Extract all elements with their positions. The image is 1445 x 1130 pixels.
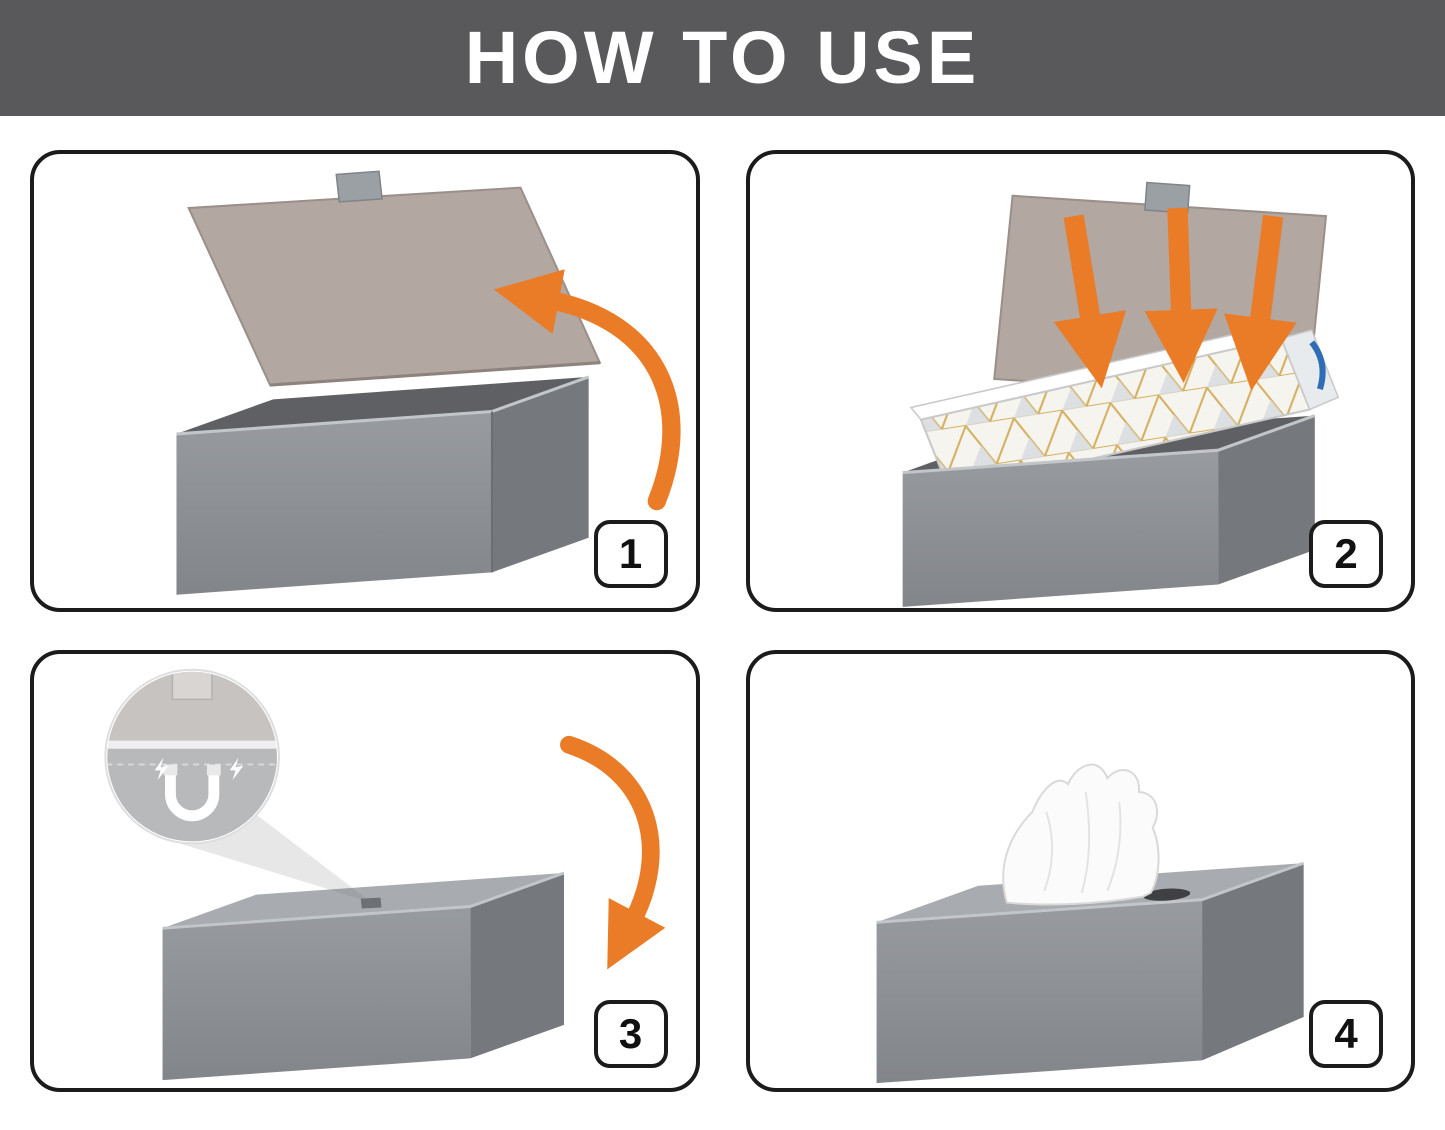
step-number: 4: [1334, 1010, 1358, 1057]
step-number: 3: [618, 1010, 643, 1057]
closed-box: [162, 871, 565, 1081]
step-panel-2: 2: [745, 150, 1415, 612]
step-number: 2: [1334, 530, 1358, 577]
lid-tab: [335, 170, 383, 203]
header-banner: HOW TO USE: [0, 0, 1445, 116]
page-title: HOW TO USE: [464, 16, 981, 99]
open-box: [902, 414, 1315, 607]
magnifier-inset: [104, 668, 280, 845]
step2-illustration: [902, 181, 1339, 607]
step-panel-1: 1: [30, 150, 700, 612]
spark-icon: [229, 757, 244, 781]
insert-arrows: [1053, 207, 1297, 391]
step-panel-4: 4: [745, 650, 1415, 1092]
tissue-puff: [1001, 763, 1160, 906]
down-arrow-icon: [1143, 207, 1218, 383]
step-number-badge: 2: [1309, 520, 1383, 588]
tissue-slot: [1142, 888, 1190, 901]
step-number: 1: [618, 530, 643, 577]
down-arrow-icon: [1223, 214, 1297, 391]
down-arrow-icon: [1053, 214, 1126, 389]
open-box: [176, 375, 590, 595]
step-number-badge: 4: [1309, 1000, 1383, 1068]
step4-illustration: [875, 763, 1304, 1084]
curved-arrow-close-icon: [560, 735, 666, 970]
spark-icon: [154, 757, 169, 781]
step1-illustration: [176, 170, 681, 595]
open-lid: [187, 170, 602, 387]
lid-tab: [171, 671, 213, 701]
step-panel-3: 3: [30, 650, 700, 1092]
step3-illustration: [104, 668, 666, 1081]
step-number-badge: 1: [593, 520, 668, 588]
lid-tab: [360, 897, 382, 909]
step-number-badge: 3: [593, 1000, 668, 1068]
steps-grid: 1: [0, 116, 1445, 1120]
curved-arrow-open-icon: [493, 269, 681, 511]
magnet-icon: [154, 757, 244, 822]
